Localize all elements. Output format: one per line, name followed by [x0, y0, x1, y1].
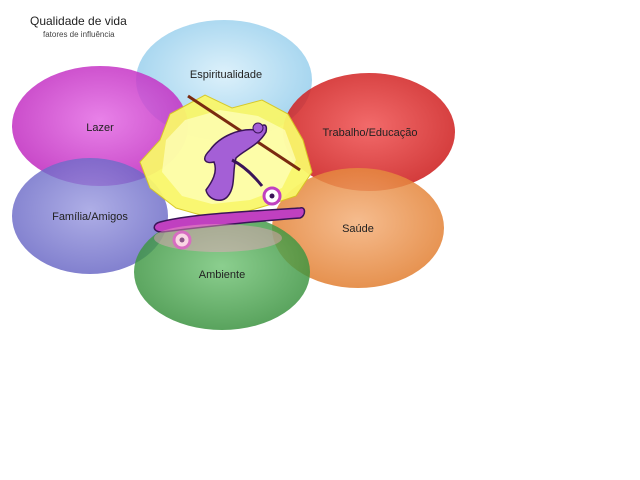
skateboard-axle-left: [179, 237, 185, 243]
petal-lazer: [12, 66, 188, 186]
petal-label-familia: Família/Amigos: [52, 211, 128, 223]
petal-label-espiritualidade: Espiritualidade: [190, 69, 262, 81]
petal-label-saude: Saúde: [342, 223, 374, 235]
petal-label-lazer: Lazer: [86, 122, 114, 134]
skateboard-axle-right: [269, 193, 275, 199]
petal-saude-shape: [272, 168, 444, 288]
petal-label-trabalho: Trabalho/Educação: [323, 127, 418, 139]
diagram-title: Qualidade de vida: [30, 14, 127, 28]
diagram-subtitle: fatores de influência: [43, 30, 115, 39]
petal-familia: [12, 158, 168, 274]
skateboarder-icon: [139, 94, 313, 250]
petal-lazer-shape: [12, 66, 188, 186]
petal-label-ambiente: Ambiente: [199, 269, 245, 281]
figure-leg: [231, 158, 264, 187]
petal-familia-shape: [12, 158, 168, 274]
overlap-highlight: [154, 224, 282, 252]
skateboard-deck: [153, 207, 306, 233]
petal-trabalho: [283, 73, 455, 191]
petal-trabalho-shape: [283, 73, 455, 191]
petal-saude: [272, 168, 444, 288]
figure-head: [252, 122, 264, 134]
